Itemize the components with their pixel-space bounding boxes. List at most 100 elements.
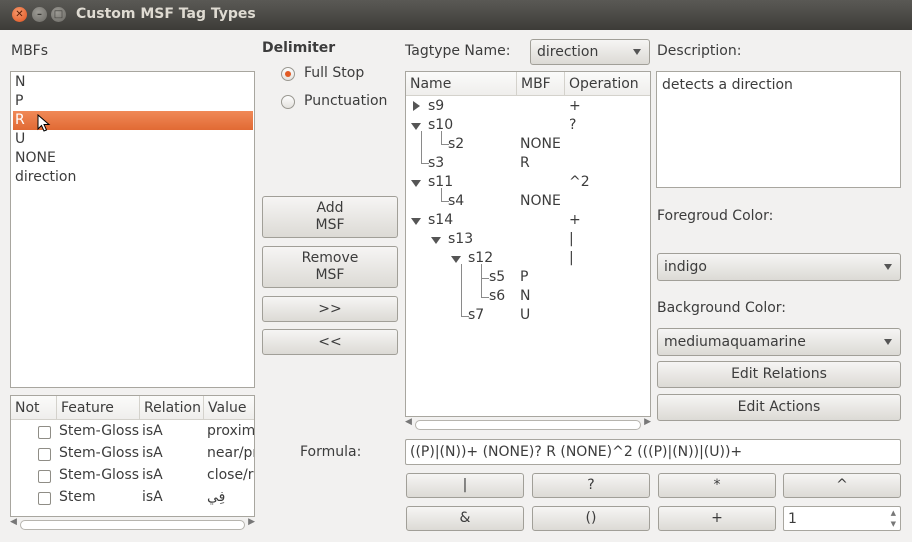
- tree-hscrollbar[interactable]: ◀ ▶: [405, 417, 651, 431]
- forward-button[interactable]: >>: [262, 296, 398, 322]
- list-item[interactable]: U: [15, 131, 26, 147]
- feature-cell: Stem-Gloss: [59, 467, 140, 483]
- tree-row-name[interactable]: s11: [428, 174, 454, 190]
- edit-relations-button[interactable]: Edit Relations: [657, 361, 901, 388]
- description-value: detects a direction: [662, 77, 793, 93]
- features-hscrollbar[interactable]: ◀ ▶: [10, 517, 255, 531]
- tree-row-name[interactable]: s12: [468, 250, 494, 266]
- spin-down-icon[interactable]: ▼: [890, 520, 896, 528]
- list-item[interactable]: direction: [15, 169, 77, 185]
- mouse-cursor-icon: [37, 114, 51, 132]
- feature-cell: Stem-Gloss: [59, 423, 140, 439]
- tree-row-name[interactable]: s5: [489, 269, 506, 285]
- tree-row-mbf: N: [520, 288, 531, 304]
- tree-row-operation: +: [569, 98, 581, 114]
- foreground-color-label: Foregroud Color:: [657, 208, 774, 224]
- value-cell: proxim: [207, 423, 255, 439]
- scroll-left-icon[interactable]: ◀: [405, 417, 412, 427]
- tree-row-mbf: NONE: [520, 136, 561, 152]
- punctuation-label[interactable]: Punctuation: [304, 93, 388, 109]
- list-item[interactable]: NONE: [15, 150, 56, 166]
- features-table[interactable]: Not Feature Relation Value Stem-Gloss is…: [10, 395, 255, 517]
- mbfs-list[interactable]: N P R U NONE direction: [10, 71, 255, 388]
- column-header-operation[interactable]: Operation: [565, 72, 650, 96]
- repeat-count-spinner[interactable]: 1 ▲ ▼: [783, 506, 901, 531]
- tree-row-name[interactable]: s3: [428, 155, 445, 171]
- scroll-left-icon[interactable]: ◀: [10, 517, 17, 527]
- tree-row-name[interactable]: s6: [489, 288, 506, 304]
- chevron-down-icon: [633, 49, 641, 55]
- tree-row-name[interactable]: s7: [468, 307, 485, 323]
- msf-tree[interactable]: Name MBF Operation s9 + s10 ? s2 NONE s3…: [405, 71, 651, 417]
- tree-row-name[interactable]: s2: [448, 136, 465, 152]
- tagtype-name-label: Tagtype Name:: [405, 43, 511, 59]
- relation-cell: isA: [142, 489, 163, 505]
- list-item[interactable]: P: [15, 93, 24, 109]
- expander-expanded-icon[interactable]: [411, 123, 421, 130]
- power-operator-button[interactable]: ^: [783, 473, 901, 498]
- group-operator-button[interactable]: (): [532, 506, 650, 531]
- tree-row-name[interactable]: s13: [448, 231, 474, 247]
- add-msf-button[interactable]: Add MSF: [262, 196, 398, 238]
- not-checkbox[interactable]: [38, 448, 51, 461]
- maximize-icon[interactable]: □: [51, 7, 66, 22]
- remove-msf-button[interactable]: Remove MSF: [262, 246, 398, 288]
- expander-collapsed-icon[interactable]: [413, 101, 420, 111]
- formula-input[interactable]: ((P)|(N))+ (NONE)? R (NONE)^2 (((P)|(N))…: [405, 439, 901, 465]
- repeat-count-value: 1: [788, 510, 797, 527]
- column-header-name[interactable]: Name: [406, 72, 517, 96]
- foreground-color-combo[interactable]: indigo: [657, 253, 901, 281]
- tree-row-mbf: P: [520, 269, 529, 285]
- tree-row-mbf: NONE: [520, 193, 561, 209]
- background-color-combo[interactable]: mediumaquamarine: [657, 328, 901, 356]
- full-stop-radio[interactable]: [281, 67, 295, 81]
- column-header-mbf[interactable]: MBF: [517, 72, 565, 96]
- column-header-value[interactable]: Value: [204, 396, 254, 420]
- scroll-right-icon[interactable]: ▶: [644, 417, 651, 427]
- relation-cell: isA: [142, 467, 163, 483]
- list-item[interactable]: N: [15, 74, 26, 90]
- column-header-relation[interactable]: Relation: [140, 396, 204, 420]
- not-checkbox[interactable]: [38, 426, 51, 439]
- full-stop-label[interactable]: Full Stop: [304, 65, 365, 81]
- relation-cell: isA: [142, 445, 163, 461]
- value-cell: close/r: [207, 467, 254, 483]
- pipe-operator-button[interactable]: |: [406, 473, 524, 498]
- optional-operator-button[interactable]: ?: [532, 473, 650, 498]
- spin-up-icon[interactable]: ▲: [890, 509, 896, 517]
- star-operator-button[interactable]: *: [658, 473, 776, 498]
- tree-row-mbf: R: [520, 155, 530, 171]
- value-cell: فِي: [207, 489, 226, 505]
- tree-row-operation: |: [569, 250, 574, 266]
- punctuation-radio[interactable]: [281, 95, 295, 109]
- formula-label: Formula:: [300, 444, 362, 460]
- expander-expanded-icon[interactable]: [431, 237, 441, 244]
- tree-row-operation: +: [569, 212, 581, 228]
- column-header-not[interactable]: Not: [11, 396, 57, 420]
- description-textarea[interactable]: detects a direction: [656, 71, 901, 188]
- tagtype-name-value: direction: [537, 44, 599, 60]
- plus-operator-button[interactable]: +: [658, 506, 776, 531]
- scroll-right-icon[interactable]: ▶: [248, 517, 255, 527]
- tree-row-name[interactable]: s9: [428, 98, 445, 114]
- expander-expanded-icon[interactable]: [451, 256, 461, 263]
- edit-actions-button[interactable]: Edit Actions: [657, 394, 901, 421]
- column-header-feature[interactable]: Feature: [57, 396, 140, 420]
- back-button[interactable]: <<: [262, 329, 398, 355]
- not-checkbox[interactable]: [38, 470, 51, 483]
- title-bar: ✕ – □ Custom MSF Tag Types: [0, 0, 912, 30]
- mbfs-label: MBFs: [11, 43, 49, 59]
- tree-row-name[interactable]: s4: [448, 193, 465, 209]
- expander-expanded-icon[interactable]: [411, 218, 421, 225]
- and-operator-button[interactable]: &: [406, 506, 524, 531]
- relation-cell: isA: [142, 423, 163, 439]
- tree-row-name[interactable]: s10: [428, 117, 454, 133]
- list-item-selected[interactable]: R: [13, 111, 253, 130]
- expander-expanded-icon[interactable]: [411, 180, 421, 187]
- tree-row-name[interactable]: s14: [428, 212, 454, 228]
- tagtype-name-combo[interactable]: direction: [530, 39, 650, 65]
- tree-row-operation: |: [569, 231, 574, 247]
- close-icon[interactable]: ✕: [12, 7, 27, 22]
- minimize-icon[interactable]: –: [32, 7, 47, 22]
- not-checkbox[interactable]: [38, 492, 51, 505]
